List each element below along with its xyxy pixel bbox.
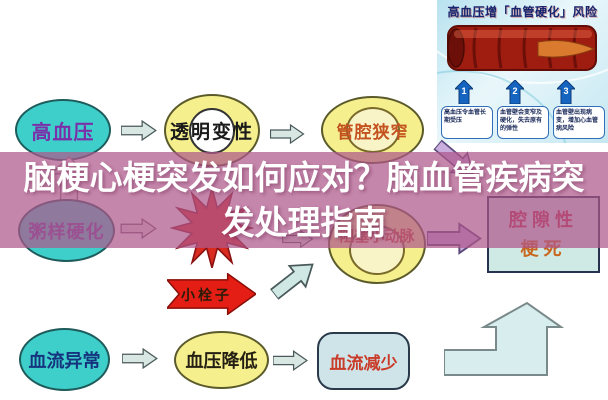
arrow-right-icon <box>273 350 308 371</box>
blood-vessel-illustration <box>447 25 597 71</box>
title-line-2: 发处理指南 <box>221 204 387 241</box>
arrow-up-icon <box>557 80 575 104</box>
node-hypertension: 高血压 <box>15 99 111 161</box>
node-label: 高血压 <box>31 121 95 144</box>
step-number: 1 <box>461 86 467 96</box>
node-small-embolus: 小栓子 <box>167 273 256 315</box>
node-label: 血流异常 <box>28 350 101 371</box>
node-label: 血流减少 <box>329 353 398 373</box>
step-arrow-1: 1 <box>455 80 473 104</box>
node-blood-pressure-drop: 血压降低 <box>174 331 269 389</box>
arrow-right-icon <box>270 124 305 144</box>
node-label: 小栓子 <box>181 287 232 303</box>
title-overlay-band: 脑梗心梗突发如何应对？脑血管疾病突 发处理指南 <box>0 152 608 248</box>
node-blood-flow-reduced: 血流减少 <box>317 332 410 390</box>
node-label: 管腔狭窄 <box>336 122 409 142</box>
node-abnormal-blood-flow: 血流异常 <box>19 328 110 391</box>
panel-title: 高血压增「血管硬化」风险 <box>447 5 598 19</box>
arrow-diagonal-up-right-icon <box>269 263 314 301</box>
step-arrow-3: 3 <box>557 80 575 104</box>
step-number: 3 <box>563 86 569 96</box>
arrow-right-icon <box>121 120 157 141</box>
inner-circle-decoration <box>189 107 235 154</box>
arrow-up-icon <box>506 80 524 104</box>
arrow-bent-up-icon <box>444 301 564 376</box>
arrow-up-icon <box>455 80 473 104</box>
inner-circle-decoration <box>345 107 400 153</box>
node-label: 血压降低 <box>185 351 258 371</box>
step-arrow-2: 2 <box>506 80 524 104</box>
title-line-1: 脑梗心梗突发如何应对？脑血管疾病突 <box>23 159 585 196</box>
arrow-right-icon <box>122 348 158 369</box>
panel-curve-decoration <box>437 0 608 84</box>
panel-caption-1: 高血压令血管长期受压 <box>441 106 493 139</box>
step-number: 2 <box>512 86 518 96</box>
panel-caption-3: 血管壁出现病变，增加心血管病风险 <box>553 106 605 139</box>
panel-caption-2: 血管壁会变窄及硬化，失去原有的弹性 <box>497 106 549 139</box>
arrow-ribbon-right-icon <box>167 273 256 315</box>
vessel-panel: 高血压增「血管硬化」风险 1 2 <box>437 0 608 143</box>
node-label: 透明变性 <box>169 122 254 143</box>
